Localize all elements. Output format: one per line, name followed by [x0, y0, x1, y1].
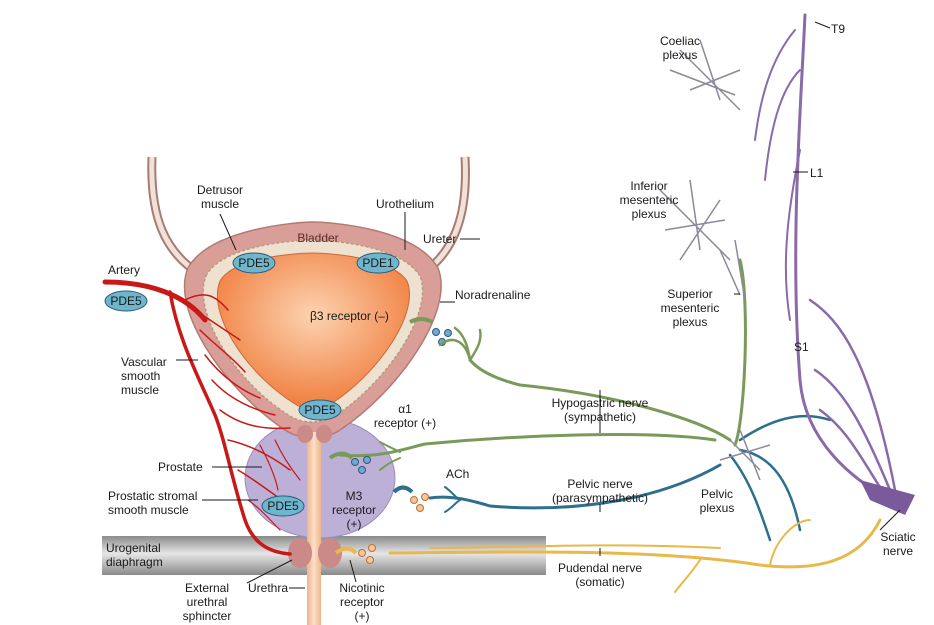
label-nicotinic-3: (+) [355, 609, 370, 623]
label-s1: S1 [794, 340, 809, 354]
label-ach: ACh [446, 467, 469, 481]
label-external-1: External [185, 581, 229, 595]
label-bladder: Bladder [297, 231, 338, 245]
label-detrusor-1: Detrusor [197, 183, 243, 197]
external-sphincter-right [318, 538, 342, 568]
sciatic-nerve [860, 480, 915, 515]
label-urothelium: Urothelium [376, 197, 434, 211]
spinal-nerve-roots [754, 13, 902, 507]
nicotinic-receptor-group [334, 544, 376, 564]
label-m3-2: receptor [332, 503, 376, 517]
label-urogenital-2: diaphragm [106, 555, 163, 569]
label-detrusor-2: muscle [201, 197, 239, 211]
label-coeliac-1: Coeliac [660, 34, 700, 48]
label-alpha1-2: receptor (+) [374, 416, 436, 430]
pde5-artery-badge: PDE5 [110, 294, 142, 308]
label-m3-3: (+) [347, 517, 362, 531]
somatic-nerves [388, 518, 882, 593]
internal-sphincter-left [297, 425, 313, 443]
label-superior-1: Superior [667, 287, 712, 301]
pde-badges: PDE5 PDE1 PDE5 PDE5 PDE5 [104, 252, 400, 517]
label-pudendal-2: (somatic) [575, 575, 624, 589]
label-ureter: Ureter [423, 232, 456, 246]
label-pelvic-nerve-2: (parasympathetic) [552, 491, 648, 505]
label-pelvic-nerve-1: Pelvic nerve [567, 477, 633, 491]
label-sciatic-2: nerve [883, 544, 913, 558]
leader-lines [176, 21, 901, 589]
m3-receptor-group [392, 485, 429, 512]
pde5-prostate-badge: PDE5 [267, 499, 299, 513]
label-l1: L1 [810, 166, 824, 180]
label-inferior-3: plexus [632, 207, 667, 221]
label-t9: T9 [831, 22, 845, 36]
label-prostate: Prostate [158, 460, 203, 474]
label-vascular-3: muscle [121, 383, 159, 397]
alpha1-receptor-group [328, 451, 371, 474]
label-m3-1: M3 [346, 489, 363, 503]
label-artery: Artery [108, 263, 140, 277]
label-nicotinic-2: receptor [340, 595, 384, 609]
label-pelvic-plexus-1: Pelvic [701, 487, 733, 501]
label-hypogastric-1: Hypogastric nerve [552, 396, 649, 410]
label-vascular-2: smooth [121, 369, 160, 383]
label-urogenital-1: Urogenital [106, 541, 161, 555]
label-nicotinic-1: Nicotinic [339, 581, 384, 595]
label-urethra: Urethra [248, 581, 288, 595]
text-labels: Detrusor muscle Urothelium Bladder Urete… [106, 22, 916, 623]
internal-sphincter-right [316, 425, 332, 443]
external-sphincter-left [288, 538, 312, 568]
label-beta3-receptor: β3 receptor (–) [310, 309, 389, 323]
label-alpha1-1: α1 [398, 402, 412, 416]
label-pudendal-1: Pudendal nerve [558, 561, 642, 575]
urethra [307, 432, 321, 625]
label-vascular-1: Vascular [121, 355, 167, 369]
autonomic-plexi [659, 39, 771, 481]
label-noradrenaline: Noradrenaline [455, 288, 531, 302]
label-coeliac-2: plexus [663, 48, 698, 62]
label-prostatic-2: smooth muscle [108, 503, 189, 517]
label-external-2: urethral [187, 595, 228, 609]
pde1-badge: PDE1 [362, 256, 394, 270]
label-superior-2: mesenteric [661, 301, 720, 315]
label-sciatic-1: Sciatic [880, 530, 915, 544]
pde5-neck-badge: PDE5 [304, 403, 336, 417]
label-external-3: sphincter [183, 609, 232, 623]
label-hypogastric-2: (sympathetic) [564, 410, 636, 424]
label-prostatic-1: Prostatic stromal [108, 489, 197, 503]
bladder-lumen [216, 252, 410, 410]
label-superior-3: plexus [673, 315, 708, 329]
label-pelvic-plexus-2: plexus [700, 501, 735, 515]
label-inferior-1: Inferior [630, 179, 667, 193]
sympathetic-nerves [338, 258, 747, 471]
pde5-bladder-badge: PDE5 [238, 256, 270, 270]
label-inferior-2: mesenteric [620, 193, 679, 207]
